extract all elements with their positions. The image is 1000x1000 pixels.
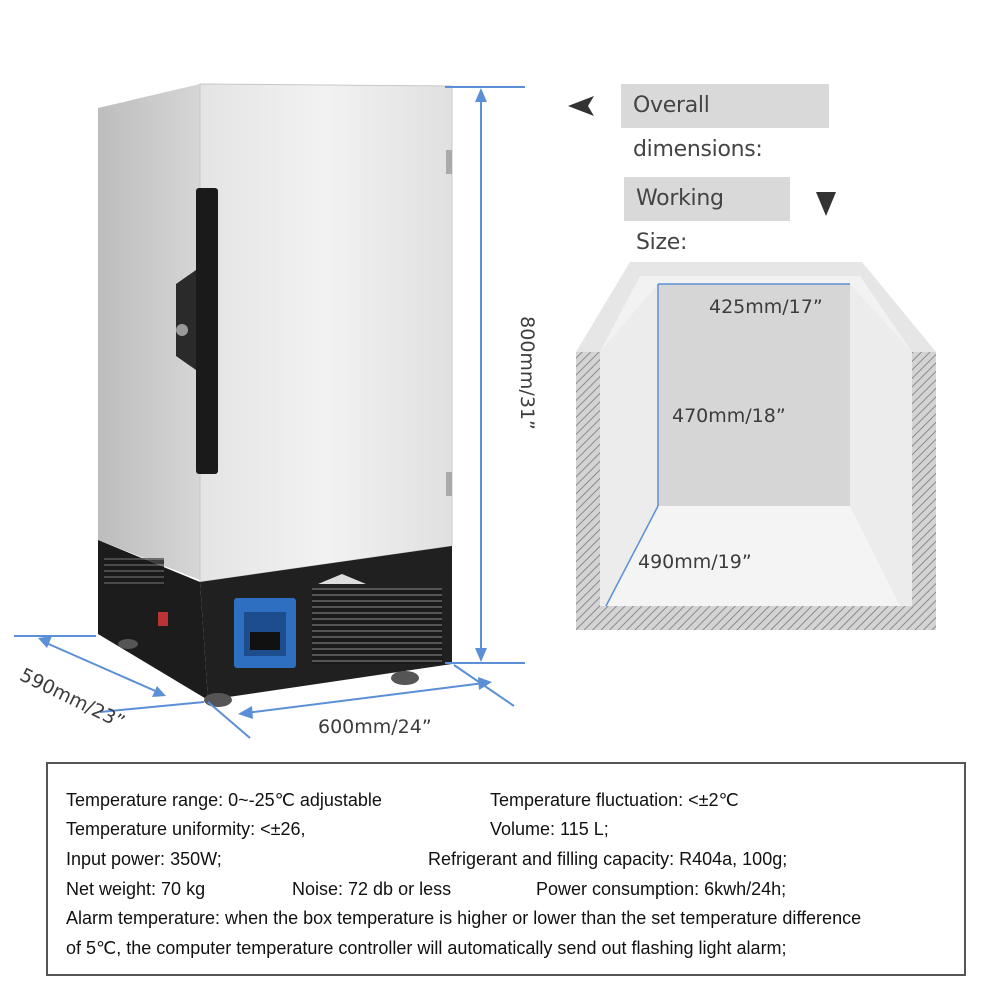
spec-power-consumption: Power consumption: 6kwh/24h; (536, 879, 787, 899)
spec-temperature-range: Temperature range: 0~-25℃ adjustable (66, 790, 382, 810)
specifications-box: Temperature range: 0~-25℃ adjustable Tem… (46, 762, 966, 976)
working-width-text: 425mm/17” (709, 296, 823, 318)
dimension-height-line (445, 86, 525, 664)
working-size-diagram (576, 262, 936, 630)
working-size-label: Working Size: (624, 177, 790, 255)
working-height-text: 470mm/18” (672, 405, 786, 427)
dimension-depth-line (14, 635, 205, 713)
spec-temperature-fluctuation: Temperature fluctuation: <±2℃ (490, 790, 739, 810)
working-depth-text: 490mm/19” (638, 551, 752, 573)
spec-temperature-uniformity: Temperature uniformity: <±26, (66, 819, 306, 839)
spec-noise: Noise: 72 db or less (292, 879, 452, 899)
overall-dimensions-label: Overall dimensions: (621, 84, 829, 162)
dimension-width-line (207, 664, 515, 739)
arrow-down-icon (816, 192, 836, 216)
width-dimension-text: 600mm/24” (318, 716, 432, 738)
spec-net-weight: Net weight: 70 kg (66, 879, 206, 899)
freezer-illustration (14, 83, 936, 739)
temperature-controller (234, 598, 296, 668)
arrow-left-icon (568, 96, 594, 116)
spec-alarm-line-1: Alarm temperature: when the box temperat… (66, 908, 862, 928)
height-dimension-text: 800mm/31” (515, 316, 538, 430)
spec-alarm-line-2: of 5℃, the computer temperature controll… (66, 938, 787, 958)
spec-refrigerant: Refrigerant and filling capacity: R404a,… (428, 849, 788, 869)
spec-volume: Volume: 115 L; (490, 819, 609, 839)
spec-input-power: Input power: 350W; (66, 849, 222, 869)
